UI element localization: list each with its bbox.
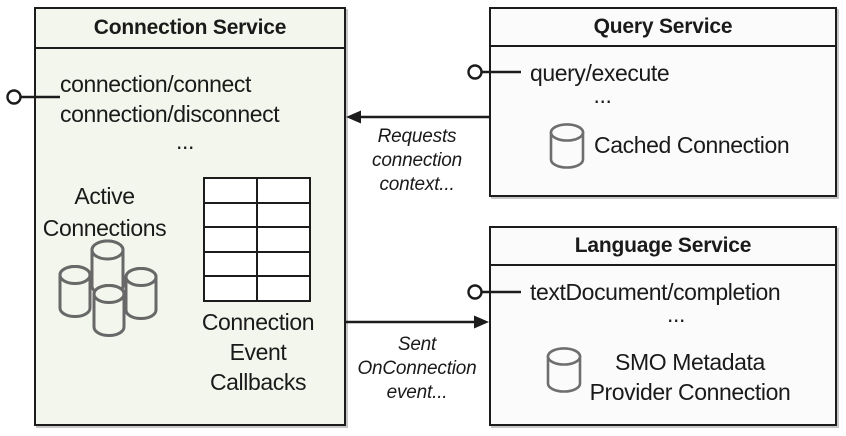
language-service-box: Language Service: [489, 226, 837, 426]
method-disconnect: connection/disconnect: [60, 101, 280, 127]
method-connect: connection/connect: [60, 71, 251, 97]
table-cell: [205, 179, 256, 202]
database-icon: [546, 347, 582, 393]
sent-onconnection-event-label: Sent OnConnection event...: [347, 333, 487, 405]
active-connections-line1: Active: [74, 183, 135, 209]
requests-label-line2: connection: [372, 150, 462, 171]
connection-service-title: Connection Service: [93, 16, 287, 39]
query-service-title: Query Service: [593, 15, 733, 38]
active-connections-line2: Connections: [42, 215, 167, 241]
connection-methods: connection/connect connection/disconnect: [60, 69, 280, 129]
callbacks-line1: Connection: [201, 309, 315, 335]
connection-event-callbacks-label: Connection Event Callbacks: [193, 307, 323, 397]
active-connections-label: Active Connections: [37, 180, 172, 244]
table-cell: [258, 277, 309, 300]
smo-line2: Provider Connection: [589, 379, 791, 405]
connection-service-header: Connection Service: [36, 9, 344, 49]
interface-connector-icon: [467, 64, 521, 80]
callback-table-icon: [203, 177, 311, 302]
language-methods-ellipsis: ...: [667, 301, 685, 327]
table-cell: [258, 228, 309, 251]
database-icon: [549, 123, 585, 169]
method-query-execute: query/execute: [530, 60, 670, 86]
cached-connection-label: Cached Connection: [594, 132, 790, 158]
interface-connector-icon: [467, 284, 521, 300]
query-methods-ellipsis: ...: [593, 82, 612, 108]
sent-label-line1: Sent: [397, 334, 437, 355]
table-cell: [205, 252, 256, 276]
sent-label-line3: event...: [386, 382, 448, 403]
smo-line1: SMO Metadata: [615, 349, 765, 375]
arrow-sent-onconnection-event: [346, 315, 489, 329]
requests-label-line1: Requests: [377, 126, 457, 147]
connection-methods-ellipsis: ...: [176, 128, 194, 154]
table-cell: [205, 203, 256, 227]
smo-metadata-label: SMO Metadata Provider Connection: [575, 347, 805, 407]
arrow-requests-connection-context: [346, 110, 489, 124]
query-service-box: Query Service: [489, 7, 837, 197]
method-textdocument-completion: textDocument/completion: [530, 279, 781, 305]
query-service-header: Query Service: [491, 9, 835, 47]
language-service-header: Language Service: [491, 228, 835, 266]
language-service-title: Language Service: [574, 234, 752, 257]
table-cell: [258, 203, 309, 227]
callbacks-line2: Event: [229, 339, 287, 365]
sent-label-line2: OnConnection: [357, 358, 477, 379]
table-cell: [205, 228, 256, 251]
database-cluster-icon: [58, 239, 158, 337]
table-cell: [258, 179, 309, 202]
interface-connector-icon: [6, 89, 60, 105]
table-cell: [205, 277, 256, 300]
requests-connection-context-label: Requests connection context...: [347, 125, 487, 197]
table-cell: [258, 252, 309, 276]
callbacks-line3: Callbacks: [209, 369, 307, 395]
requests-label-line3: context...: [379, 174, 455, 195]
